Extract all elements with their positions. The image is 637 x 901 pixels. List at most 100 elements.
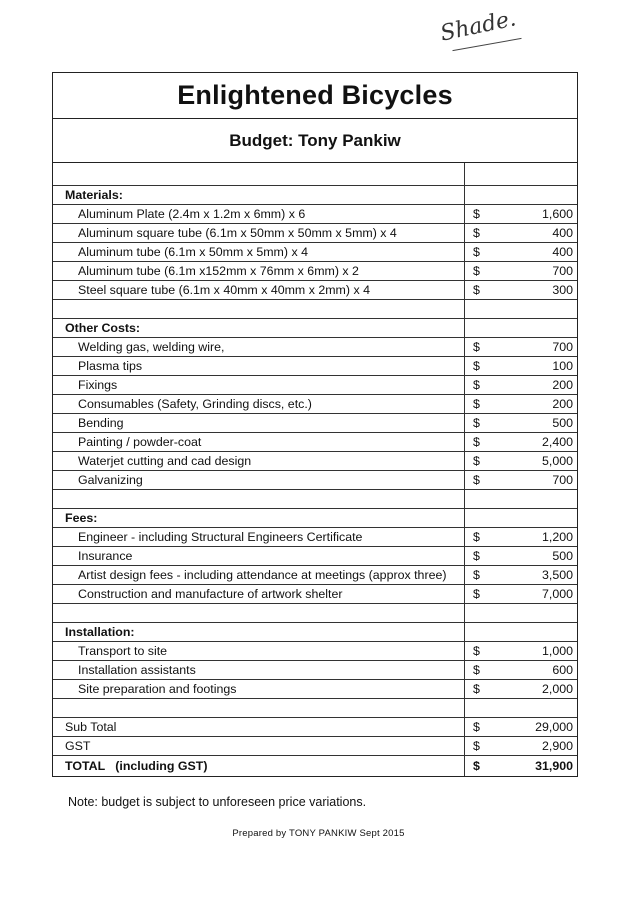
line-item: Transport to site $1,000 (53, 642, 577, 661)
line-item: Site preparation and footings $2,000 (53, 680, 577, 699)
section-heading: Materials: (53, 186, 465, 204)
section-header: Installation: (53, 623, 577, 642)
line-item-label: Installation assistants (53, 661, 465, 679)
line-item-label: Site preparation and footings (53, 680, 465, 698)
spacer-row (53, 604, 577, 623)
line-item: Aluminum square tube (6.1m x 50mm x 50mm… (53, 224, 577, 243)
line-item-label: Galvanizing (53, 471, 465, 489)
currency-symbol: $ (473, 587, 480, 601)
currency-symbol: $ (473, 264, 480, 278)
line-item-label: Engineer - including Structural Engineer… (53, 528, 465, 546)
line-item-amount: 200 (552, 397, 573, 411)
line-item-label: Transport to site (53, 642, 465, 660)
spacer-row (53, 300, 577, 319)
currency-symbol: $ (473, 340, 480, 354)
line-item-amount: 5,000 (541, 454, 573, 468)
line-item-label: Aluminum tube (6.1m x152mm x 76mm x 6mm)… (53, 262, 465, 280)
section-heading: Installation: (53, 623, 465, 641)
line-item-amount: 2,000 (541, 682, 573, 696)
spacer-row (53, 490, 577, 509)
line-item-amount: 700 (552, 473, 573, 487)
line-item-label: Waterjet cutting and cad design (53, 452, 465, 470)
line-item-label: Fixings (53, 376, 465, 394)
currency-symbol: $ (473, 397, 480, 411)
currency-symbol: $ (473, 359, 480, 373)
line-item-amount: 200 (552, 378, 573, 392)
document-title: Enlightened Bicycles (53, 73, 577, 119)
line-item-label: Steel square tube (6.1m x 40mm x 40mm x … (53, 281, 465, 299)
line-item-amount: 2,400 (541, 435, 573, 449)
summary: Sub Total $29,000 GST $2,900 TOTAL (incl… (53, 718, 577, 776)
subtotal-row: Sub Total $29,000 (53, 718, 577, 737)
line-item-amount: 700 (552, 264, 573, 278)
currency-symbol: $ (473, 644, 480, 658)
line-item-label: Painting / powder-coat (53, 433, 465, 451)
currency-symbol: $ (473, 207, 480, 221)
line-item: Painting / powder-coat $2,400 (53, 433, 577, 452)
line-item-label: Consumables (Safety, Grinding discs, etc… (53, 395, 465, 413)
line-item-amount: 300 (552, 283, 573, 297)
line-item-amount: 700 (552, 340, 573, 354)
line-item: Plasma tips $100 (53, 357, 577, 376)
currency-symbol: $ (473, 549, 480, 563)
line-item-label: Artist design fees - including attendanc… (53, 566, 465, 584)
currency-symbol: $ (473, 245, 480, 259)
prepared-by: Prepared by TONY PANKIW Sept 2015 (232, 828, 405, 839)
total-amount: 31,900 (535, 759, 573, 773)
line-item: Consumables (Safety, Grinding discs, etc… (53, 395, 577, 414)
line-item-label: Aluminum Plate (2.4m x 1.2m x 6mm) x 6 (53, 205, 465, 223)
line-item: Waterjet cutting and cad design $5,000 (53, 452, 577, 471)
total-row: TOTAL (including GST) $31,900 (53, 756, 577, 776)
gst-row: GST $2,900 (53, 737, 577, 756)
line-item-amount: 7,000 (541, 587, 573, 601)
line-item: Construction and manufacture of artwork … (53, 585, 577, 604)
line-item-amount: 1,000 (541, 644, 573, 658)
line-item-amount: 100 (552, 359, 573, 373)
currency-symbol: $ (473, 378, 480, 392)
line-item: Aluminum tube (6.1m x152mm x 76mm x 6mm)… (53, 262, 577, 281)
line-item-amount: 500 (552, 549, 573, 563)
currency-symbol: $ (473, 226, 480, 240)
currency-symbol: $ (473, 416, 480, 430)
line-item: Bending $500 (53, 414, 577, 433)
subtotal-label: Sub Total (53, 718, 465, 736)
line-item: Installation assistants $600 (53, 661, 577, 680)
currency-symbol: $ (473, 682, 480, 696)
line-item: Fixings $200 (53, 376, 577, 395)
line-item-label: Aluminum tube (6.1m x 50mm x 5mm) x 4 (53, 243, 465, 261)
gst-label: GST (53, 737, 465, 755)
currency-symbol: $ (473, 435, 480, 449)
line-item-label: Welding gas, welding wire, (53, 338, 465, 356)
line-item-amount: 1,600 (541, 207, 573, 221)
line-item-amount: 500 (552, 416, 573, 430)
line-item: Welding gas, welding wire, $700 (53, 338, 577, 357)
line-item-amount: 600 (552, 663, 573, 677)
spacer-row (53, 163, 577, 186)
line-item-label: Aluminum square tube (6.1m x 50mm x 50mm… (53, 224, 465, 242)
currency-symbol: $ (473, 720, 480, 734)
currency-symbol: $ (473, 454, 480, 468)
currency-symbol: $ (473, 283, 480, 297)
gst-amount: 2,900 (541, 739, 573, 753)
total-label: TOTAL (including GST) (53, 756, 465, 776)
line-item: Galvanizing$700 (53, 471, 577, 490)
line-item-label: Insurance (53, 547, 465, 565)
line-item: Engineer - including Structural Engineer… (53, 528, 577, 547)
line-item-amount: 3,500 (541, 568, 573, 582)
currency-symbol: $ (473, 663, 480, 677)
document-subtitle: Budget: Tony Pankiw (53, 119, 577, 163)
currency-symbol: $ (473, 759, 480, 773)
section-header: Materials: (53, 186, 577, 205)
line-item-label: Bending (53, 414, 465, 432)
section-heading: Fees: (53, 509, 465, 527)
budget-table: Enlightened Bicycles Budget: Tony Pankiw… (52, 72, 578, 777)
spacer-row (53, 699, 577, 718)
currency-symbol: $ (473, 568, 480, 582)
line-item-label: Plasma tips (53, 357, 465, 375)
line-item: Aluminum Plate (2.4m x 1.2m x 6mm) x 6 $1… (53, 205, 577, 224)
line-item: Artist design fees - including attendanc… (53, 566, 577, 585)
currency-symbol: $ (473, 530, 480, 544)
line-item: Steel square tube (6.1m x 40mm x 40mm x … (53, 281, 577, 300)
line-item: Aluminum tube (6.1m x 50mm x 5mm) x 4$40… (53, 243, 577, 262)
line-item: Insurance $500 (53, 547, 577, 566)
